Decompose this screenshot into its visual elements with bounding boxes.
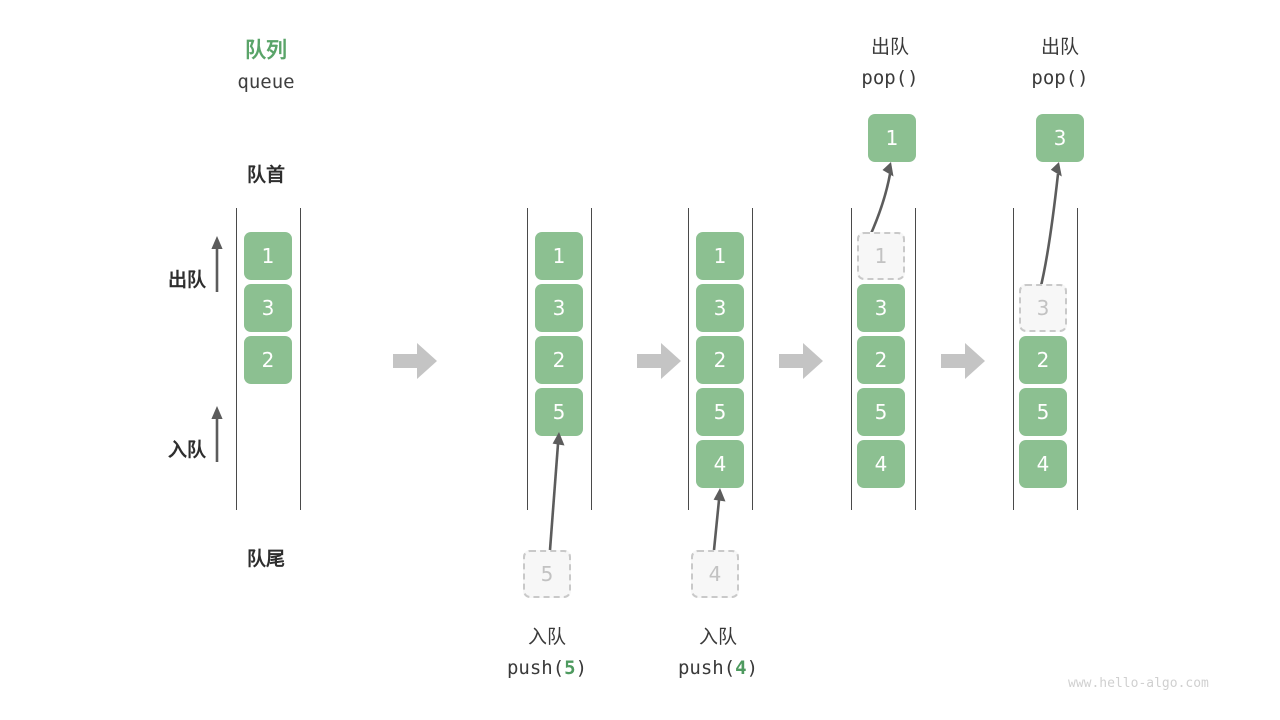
step-arrow-icon-2: [637, 343, 681, 379]
step-arrow-icon-4: [941, 343, 985, 379]
state-2-rail-left: [527, 208, 528, 510]
state-2-push-arrow-icon: [548, 432, 565, 551]
state-4-rail-right: [915, 208, 916, 510]
state-2-rail-right: [591, 208, 592, 510]
step-arrow-icon-3: [779, 343, 823, 379]
state-4-caption-code: pop(): [861, 67, 919, 89]
state-3-cell-1: 3: [696, 284, 744, 332]
state-2-cell-1: 3: [535, 284, 583, 332]
state-5-cell-2: 5: [1019, 388, 1067, 436]
state-5-rail-left: [1013, 208, 1014, 510]
state-4-caption-cn: 出队: [870, 36, 909, 58]
state-2-caption-code: push(5): [487, 657, 607, 679]
state-3-caption-cn: 入队: [698, 626, 737, 648]
state-4-popped-cell: 1: [868, 114, 916, 162]
diagram-title-en: queue: [237, 71, 295, 93]
state-5-caption-code: pop(): [1031, 67, 1089, 89]
enqueue-label: 入队: [167, 439, 206, 461]
state-4-cell-3: 5: [857, 388, 905, 436]
state-4-cell-4: 4: [857, 440, 905, 488]
state-2-cell-0: 1: [535, 232, 583, 280]
state-3-caption-code: push(4): [658, 657, 778, 679]
state-3-cell-4: 4: [696, 440, 744, 488]
enqueue-direction-arrow-icon: [211, 406, 223, 462]
state-3-rail-left: [688, 208, 689, 510]
state-3-cell-3: 5: [696, 388, 744, 436]
state-4-cell-0-removed: 1: [857, 232, 905, 280]
rear-label: 队尾: [246, 548, 285, 570]
state-5-pop-arrow-icon: [1038, 162, 1062, 291]
diagram-title-cn: 队列: [245, 38, 287, 62]
state-3-code-prefix: push(: [677, 657, 736, 679]
state-2-incoming-cell: 5: [523, 550, 571, 598]
state-2-code-prefix: push(: [506, 657, 565, 679]
state-5-popped-cell: 3: [1036, 114, 1084, 162]
state-3-cell-0: 1: [696, 232, 744, 280]
state-5-cell-1: 2: [1019, 336, 1067, 384]
state-4-pop-arrow-icon: [868, 162, 894, 237]
state-1-cell-1: 3: [244, 284, 292, 332]
state-3-cell-2: 2: [696, 336, 744, 384]
state-2-cell-3: 5: [535, 388, 583, 436]
state-3-rail-right: [752, 208, 753, 510]
state-3-code-num: 4: [735, 657, 747, 679]
state-1-rail-left: [236, 208, 237, 510]
state-2-code-suffix: ): [575, 657, 588, 679]
state-4-rail-left: [851, 208, 852, 510]
state-5-cell-0-removed: 3: [1019, 284, 1067, 332]
dequeue-label: 出队: [167, 269, 206, 291]
front-label: 队首: [246, 164, 285, 186]
state-4-cell-1: 3: [857, 284, 905, 332]
state-2-caption-cn: 入队: [527, 626, 566, 648]
state-5-caption-cn: 出队: [1040, 36, 1079, 58]
state-5-cell-3: 4: [1019, 440, 1067, 488]
state-2-code-num: 5: [564, 657, 576, 679]
state-3-incoming-cell: 4: [691, 550, 739, 598]
state-3-code-suffix: ): [746, 657, 759, 679]
state-5-rail-right: [1077, 208, 1078, 510]
state-1-rail-right: [300, 208, 301, 510]
state-4-cell-2: 2: [857, 336, 905, 384]
watermark: www.hello-algo.com: [1068, 676, 1209, 691]
state-3-push-arrow-icon: [712, 488, 726, 551]
state-2-cell-2: 2: [535, 336, 583, 384]
dequeue-direction-arrow-icon: [211, 236, 223, 292]
state-1-cell-2: 2: [244, 336, 292, 384]
step-arrow-icon-1: [393, 343, 437, 379]
state-1-cell-0: 1: [244, 232, 292, 280]
